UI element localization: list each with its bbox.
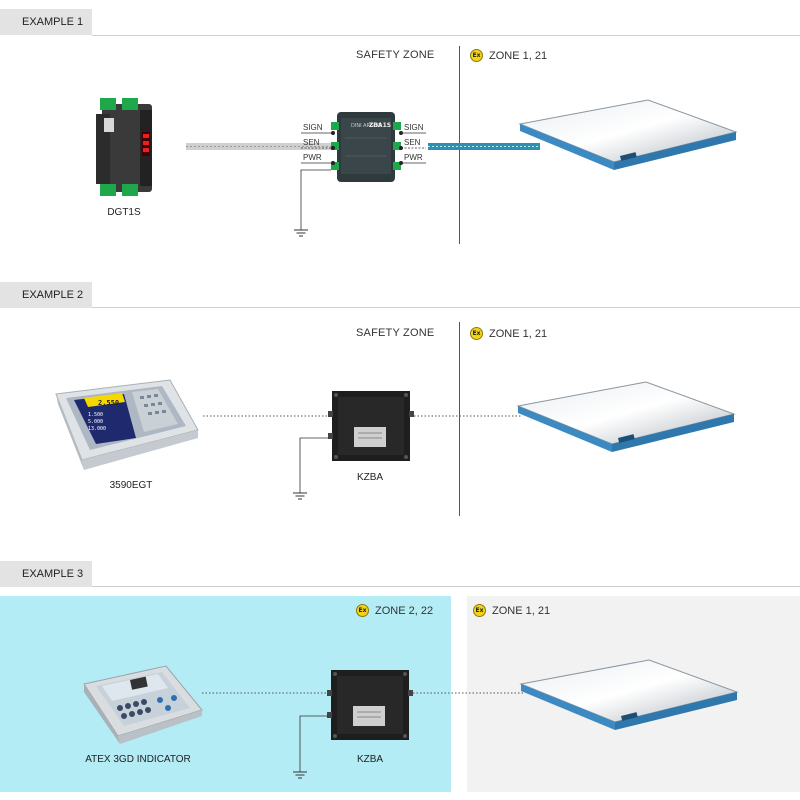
example-3-zone-2-text: ZONE 2, 22	[375, 604, 434, 617]
zba1s-barrier: DINI ARGEO ZBA1S	[331, 112, 401, 182]
example-3-kzba-box	[327, 670, 413, 740]
screen-row-1: 1.500	[88, 412, 103, 418]
example-1-safety-zone-label: SAFETY ZONE	[356, 49, 435, 61]
example-3-hazard-zone-label: Ex ZONE 1, 21	[473, 604, 550, 617]
ex-atex-icon: Ex	[356, 604, 369, 617]
ex-atex-icon: Ex	[470, 327, 483, 340]
right-terminal-sign: SIGN	[404, 123, 424, 132]
example-2-weighing-platform	[516, 381, 736, 452]
example-2-kzba-caption: KZBA	[356, 472, 384, 483]
example-1-weighing-platform	[518, 99, 738, 170]
example-2-cable-safe	[203, 415, 333, 417]
example-1-ground-wire	[294, 169, 331, 237]
ex-atex-icon: Ex	[473, 604, 486, 617]
example-3-weighing-platform	[519, 659, 739, 730]
dgt1s-indicator	[96, 98, 152, 196]
example-2-kzba-box	[328, 391, 414, 461]
example-3-kzba-caption: KZBA	[356, 754, 384, 765]
zba1s-brand: DINI ARGEO	[351, 123, 381, 129]
example-1-cable-hazard	[428, 143, 540, 150]
ground-icon	[294, 229, 308, 237]
example-2-safety-zone-label: SAFETY ZONE	[356, 327, 435, 339]
indicator-3590egt: 2.550 1.500 5.000 13.000	[55, 379, 199, 470]
ground-icon	[293, 492, 307, 500]
right-terminal-pwr: PWR	[404, 153, 423, 162]
example-3-ground-wire	[293, 715, 328, 779]
example-1-indicator-caption: DGT1S	[107, 207, 141, 218]
example-2-cable-hazard	[414, 415, 522, 417]
left-terminal-pwr: PWR	[303, 153, 322, 162]
example-1-tab: EXAMPLE 1	[0, 9, 92, 35]
ex-atex-icon: Ex	[470, 49, 483, 62]
example-1-rule	[92, 35, 800, 36]
left-terminal-sen: SEN	[303, 138, 320, 147]
keypad-icon	[140, 394, 166, 415]
example-3-indicator-caption: ATEX 3GD INDICATOR	[85, 754, 191, 765]
example-1-cable-safe	[186, 143, 336, 150]
ground-icon	[293, 771, 307, 779]
example-3-tab: EXAMPLE 3	[0, 561, 92, 587]
screen-main-weight: 2.550	[98, 399, 119, 407]
keypad-icon	[117, 695, 177, 719]
example-3-rule	[92, 586, 800, 587]
example-3-zone-2-label: Ex ZONE 2, 22	[356, 604, 433, 617]
right-terminal-sen: SEN	[404, 138, 421, 147]
example-2-rule	[92, 307, 800, 308]
example-1-hazard-zone-label: Ex ZONE 1, 21	[470, 49, 547, 62]
example-3-cable-safe	[202, 692, 330, 694]
zba1s-model: ZBA1S	[369, 122, 391, 129]
screen-row-3: 13.000	[88, 426, 106, 432]
example-3-hazard-zone-text: ZONE 1, 21	[492, 604, 551, 617]
left-terminal-sign: SIGN	[303, 123, 323, 132]
screen-row-2: 5.000	[88, 419, 103, 425]
example-2-hazard-zone-label: Ex ZONE 1, 21	[470, 327, 547, 340]
example-1-right-terminals: SIGN SEN PWR	[399, 123, 426, 165]
example-1-hazard-zone-text: ZONE 1, 21	[489, 49, 548, 62]
example-2-indicator-caption: 3590EGT	[109, 480, 153, 491]
atex-3gd-indicator	[83, 665, 203, 744]
example-2-tab: EXAMPLE 2	[0, 282, 92, 308]
example-1-left-terminals: SIGN SEN PWR	[301, 123, 335, 165]
example-2-zone-divider	[459, 322, 460, 516]
example-2-ground-wire	[293, 437, 328, 500]
example-2-hazard-zone-text: ZONE 1, 21	[489, 327, 548, 340]
example-3-cable-hazard	[413, 692, 523, 694]
